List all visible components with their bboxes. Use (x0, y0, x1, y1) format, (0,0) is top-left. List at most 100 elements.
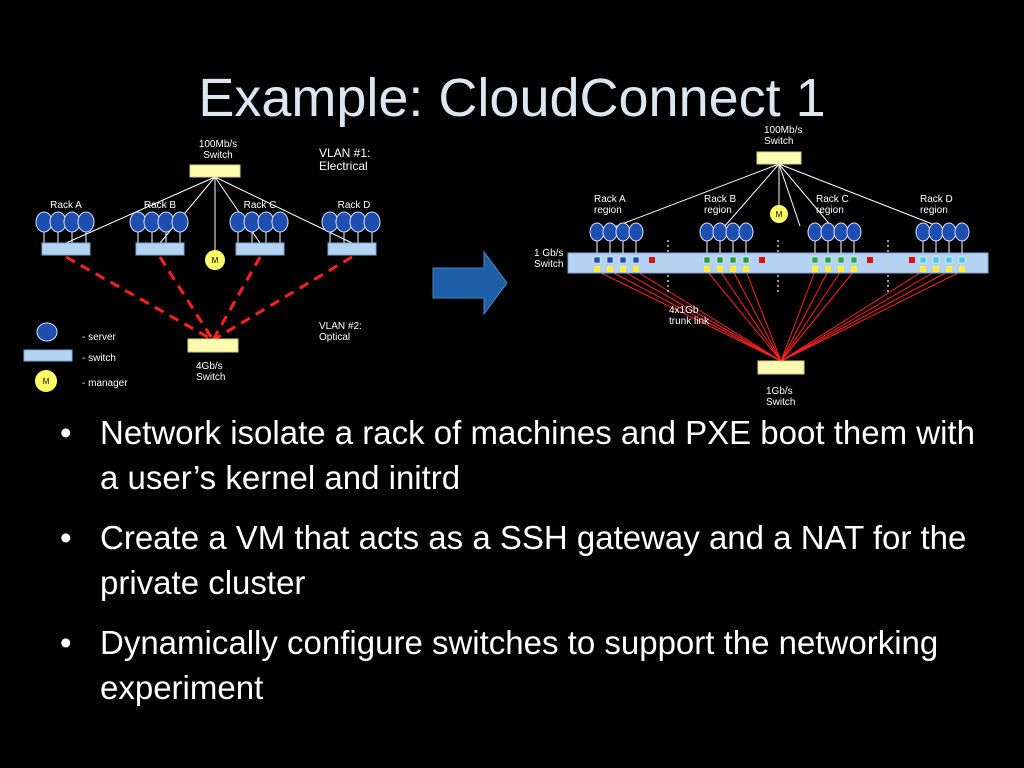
server-icon (941, 222, 957, 242)
legend-server-label: - server (82, 332, 117, 343)
link-line (65, 176, 216, 244)
switch-icon (23, 349, 73, 362)
port-icon (742, 256, 750, 264)
bullet-dot-icon: • (60, 519, 72, 556)
trunk-link (732, 270, 782, 362)
yellow-switch-icon (756, 151, 802, 165)
port-icon (919, 256, 927, 264)
bullet-item: • Network isolate a rack of machines and … (58, 410, 978, 500)
server-icon (928, 222, 944, 242)
bullet-text: Network isolate a rack of machines and P… (100, 414, 975, 496)
link-line (723, 163, 780, 228)
server-icon (271, 211, 289, 233)
port-icon (703, 256, 711, 264)
link-line (778, 163, 801, 227)
trunk-port-icon (633, 266, 639, 272)
slide-title: Example: CloudConnect 1 (198, 68, 826, 128)
trunk-link (706, 270, 782, 362)
manager-icon (35, 370, 57, 392)
server-icon (915, 222, 931, 242)
server-icon (954, 222, 970, 242)
right-arrow-icon (432, 250, 508, 316)
bullet-dot-icon: • (60, 414, 72, 451)
vlan1-label: VLAN #1:Electrical (319, 146, 370, 173)
port-icon (837, 256, 845, 264)
server-icon (725, 222, 741, 242)
server-icon (615, 222, 631, 242)
rack-label: Rack A (50, 200, 82, 211)
rack-label: Rack C (244, 200, 277, 211)
bullet-dot-icon: • (60, 624, 72, 661)
bullet-text: Dynamically configure switches to suppor… (100, 624, 939, 706)
server-icon (738, 222, 754, 242)
port-icon (850, 256, 858, 264)
link-line (613, 163, 780, 228)
trunk-link (780, 270, 855, 362)
port-icon (593, 256, 601, 264)
trunk-port-icon (704, 266, 710, 272)
trunk-link (780, 270, 829, 362)
server-icon (77, 211, 95, 233)
yellow-switch-icon (187, 338, 239, 353)
trunk-port-icon (812, 266, 818, 272)
server-icon (628, 222, 644, 242)
switch-icon (327, 242, 377, 256)
trunk-link (780, 270, 937, 362)
switch-icon (135, 242, 185, 256)
trunk-port-icon (838, 266, 844, 272)
optical-link (158, 256, 215, 341)
trunk-port-icon (946, 266, 952, 272)
server-icon (712, 222, 728, 242)
legend-switch-label: - switch (82, 353, 116, 364)
optical-link (212, 255, 353, 342)
link-line (778, 163, 941, 228)
optical-link (211, 256, 262, 341)
trunk-link (622, 270, 782, 362)
bullet-list: • Network isolate a rack of machines and … (58, 410, 978, 725)
port-icon (619, 256, 627, 264)
uplink-port-icon (649, 257, 655, 263)
trunk-link (596, 270, 782, 362)
link-line (778, 163, 833, 228)
trunk-port-icon (717, 266, 723, 272)
trunk-port-icon (594, 266, 600, 272)
trunk-link (780, 270, 950, 362)
port-icon (945, 256, 953, 264)
server-icon (171, 211, 189, 233)
uplink-port-icon (867, 257, 873, 263)
port-icon (632, 256, 640, 264)
server-icon (833, 222, 849, 242)
trunk-link (780, 270, 816, 362)
port-icon (824, 256, 832, 264)
uplink-port-icon (759, 257, 765, 263)
manager-letter: M (43, 377, 50, 386)
port-icon (811, 256, 819, 264)
trunk-link (609, 270, 782, 362)
optical-link (65, 255, 214, 342)
bullet-text: Create a VM that acts as a SSH gateway a… (100, 519, 967, 601)
yellow-switch-icon (757, 360, 805, 375)
trunk-link (780, 270, 963, 362)
region-switch-icon (567, 252, 989, 274)
link-line (159, 176, 216, 244)
yellow-switch-icon (189, 164, 241, 178)
server-icon (602, 222, 618, 242)
rack-label: Rack B (144, 200, 177, 211)
manager-letter: M (212, 256, 219, 265)
trunk-port-icon (920, 266, 926, 272)
trunk-port-icon (851, 266, 857, 272)
server-icon (699, 222, 715, 242)
port-icon (606, 256, 614, 264)
port-icon (958, 256, 966, 264)
trunk-link (635, 270, 782, 362)
server-icon (589, 222, 605, 242)
link-line (214, 176, 353, 244)
